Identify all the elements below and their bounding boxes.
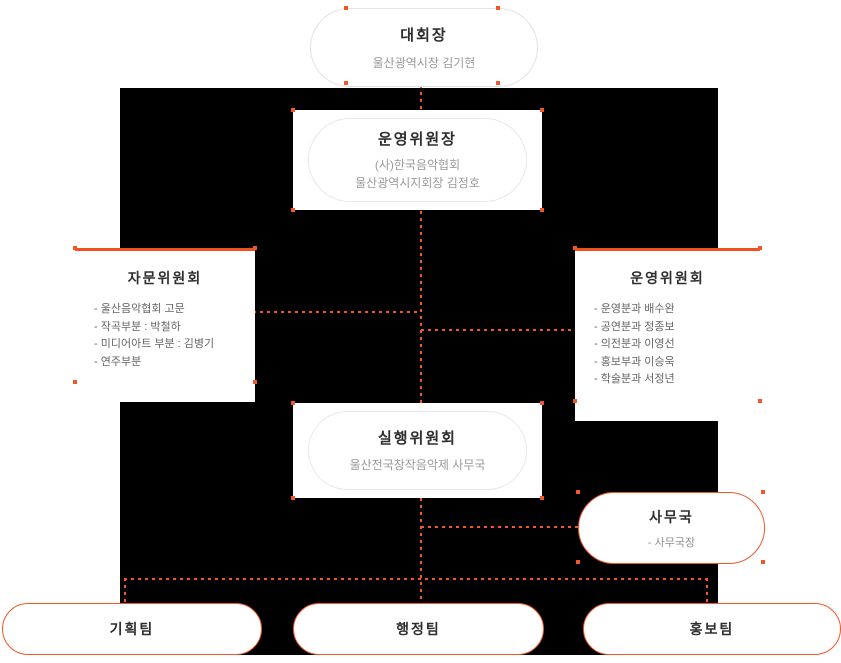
connector-main-vertical — [420, 85, 422, 602]
anchor-dot — [344, 81, 348, 85]
anchor-dot — [573, 399, 577, 403]
anchor-dot — [496, 6, 500, 10]
executive-title: 실행위원회 — [377, 430, 457, 447]
anchor-dot — [291, 208, 295, 212]
chairman-subtitle: 울산광역시장 김기현 — [372, 55, 476, 70]
anchor-dot — [540, 108, 544, 112]
anchor-dot — [573, 246, 577, 250]
steering-item: - 학술분과 서정년 — [594, 373, 675, 386]
anchor-dot — [761, 490, 765, 494]
steering-item: - 운영분과 배수완 — [594, 303, 675, 315]
advisory-list: - 울산음악협회 고문 - 작곡부분 : 박철하 - 미디어아트 부분 : 김병… — [75, 301, 255, 371]
steering-chair-title: 운영위원장 — [377, 131, 457, 148]
anchor-dot — [291, 401, 295, 405]
advisory-item: - 작곡부분 : 박철하 — [94, 320, 181, 333]
anchor-dot — [540, 401, 544, 405]
anchor-dot — [758, 399, 762, 403]
secretariat-item: - 사무국장 — [647, 536, 696, 549]
node-executive-committee: 실행위원회 울산전국창작음악제 사무국 — [293, 403, 542, 498]
steering-item: - 홍보부과 이승욱 — [594, 355, 675, 368]
anchor-dot — [576, 560, 580, 564]
executive-subtitle: 울산전국창작음악제 사무국 — [349, 458, 486, 472]
anchor-dot — [291, 496, 295, 500]
anchor-dot — [253, 380, 257, 384]
connector-team3-drop — [706, 578, 708, 604]
steering-chair-subtitle-line1: (사)한국음악협회 — [374, 158, 461, 172]
node-secretariat: 사무국 - 사무국장 — [578, 492, 765, 564]
steering-chair-pill: 운영위원장 (사)한국음악협회 울산광역시지회장 김정호 — [308, 118, 527, 202]
advisory-item: - 연주부분 — [94, 355, 142, 368]
anchor-dot — [253, 246, 257, 250]
secretariat-title: 사무국 — [649, 508, 694, 525]
connector-team1-drop — [124, 578, 126, 604]
connector-advisory-horizontal — [253, 311, 421, 313]
advisory-item: - 미디어아트 부분 : 김병기 — [94, 338, 215, 351]
anchor-dot — [576, 490, 580, 494]
steering-list: - 운영분과 배수완 - 공연분과 정종보 - 의전분과 이영선 - 홍보부과 … — [575, 301, 760, 389]
steering-item: - 공연분과 정종보 — [594, 320, 675, 333]
advisory-title: 자문위원회 — [127, 270, 203, 286]
node-team-pr: 홍보팀 — [583, 603, 841, 655]
anchor-dot — [540, 496, 544, 500]
anchor-dot — [540, 208, 544, 212]
anchor-dot — [761, 560, 765, 564]
anchor-dot — [73, 380, 77, 384]
node-steering-chair: 운영위원장 (사)한국음악협회 울산광역시지회장 김정호 — [293, 110, 542, 210]
steering-chair-subtitle: (사)한국음악협회 울산광역시지회장 김정호 — [355, 156, 480, 192]
executive-pill: 실행위원회 울산전국창작음악제 사무국 — [308, 411, 527, 490]
node-steering-committee: 운영위원회 - 운영분과 배수완 - 공연분과 정종보 - 의전분과 이영선 -… — [575, 248, 760, 421]
connector-steering-horizontal — [421, 329, 576, 331]
chairman-title: 대회장 — [400, 26, 448, 44]
anchor-dot — [496, 81, 500, 85]
node-chairman: 대회장 울산광역시장 김기현 — [310, 8, 538, 87]
steering-chair-subtitle-line2: 울산광역시지회장 김정호 — [355, 176, 480, 190]
node-team-planning: 기획팀 — [2, 603, 262, 655]
anchor-dot — [291, 108, 295, 112]
steering-item: - 의전분과 이영선 — [594, 338, 675, 351]
node-team-administration: 행정팀 — [293, 603, 544, 655]
connector-secretariat-horizontal — [421, 526, 578, 528]
anchor-dot — [344, 6, 348, 10]
steering-title: 운영위원회 — [630, 270, 705, 286]
node-advisory-committee: 자문위원회 - 울산음악협회 고문 - 작곡부분 : 박철하 - 미디어아트 부… — [75, 248, 255, 402]
anchor-dot — [758, 246, 762, 250]
connector-teams-horizontal — [124, 578, 708, 580]
anchor-dot — [73, 246, 77, 250]
advisory-item: - 울산음악협회 고문 — [94, 303, 185, 315]
